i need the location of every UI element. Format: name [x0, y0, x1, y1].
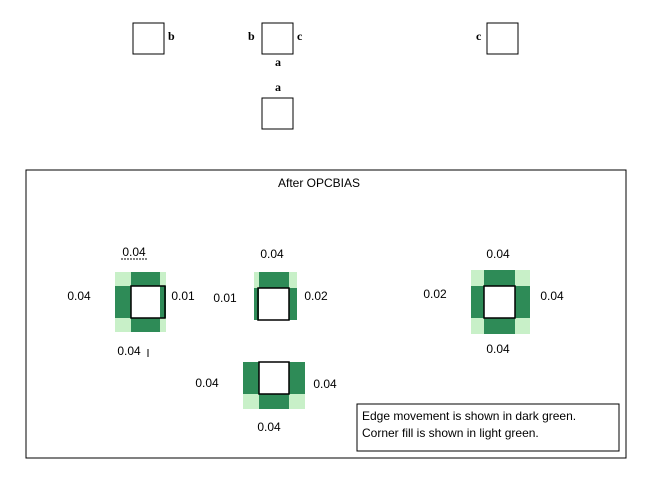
right-top-value: 0.04 — [486, 247, 510, 261]
panel-title: After OPCBIAS — [278, 176, 360, 190]
label-c-right: c — [476, 29, 482, 43]
original-outline — [258, 361, 290, 395]
corner-fill — [289, 272, 297, 288]
shape-left — [115, 272, 166, 332]
corner-fill — [243, 394, 259, 409]
legend-box — [356, 403, 620, 452]
corner-fill — [254, 272, 259, 288]
corner-fill — [471, 318, 484, 334]
edge-move — [259, 272, 289, 288]
corner-fill — [471, 270, 484, 286]
right-left-value: 0.02 — [423, 287, 447, 301]
edge-move — [131, 318, 160, 332]
middle-right-value: 0.02 — [304, 289, 328, 303]
legend-line-2: Corner fill is shown in light green. — [362, 426, 539, 440]
edge-move — [160, 286, 166, 318]
bottom-right-value: 0.04 — [313, 377, 337, 391]
edge-move — [289, 288, 297, 320]
original-outline — [130, 285, 166, 319]
shape-middle — [254, 272, 297, 321]
edge-move — [289, 362, 305, 394]
corner-fill — [115, 318, 131, 332]
edge-move — [254, 288, 259, 320]
edge-move — [484, 270, 515, 286]
square-c — [486, 22, 519, 55]
square-bc — [261, 22, 294, 55]
middle-left-value: 0.01 — [213, 291, 237, 305]
left-right-value: 0.01 — [171, 289, 195, 303]
corner-fill — [289, 394, 305, 409]
original-outline — [483, 285, 516, 319]
square-a — [261, 97, 294, 130]
shape-bottom — [243, 361, 305, 409]
bottom-left-value: 0.04 — [195, 376, 219, 390]
middle-top-value: 0.04 — [260, 247, 284, 261]
label-c-mid: c — [297, 29, 303, 43]
edge-move — [471, 286, 484, 318]
corner-fill — [160, 272, 166, 286]
bottom-bottom-value: 0.04 — [257, 420, 281, 434]
label-a-mid: a — [275, 55, 281, 69]
corner-fill — [160, 318, 166, 332]
edge-move — [259, 394, 289, 409]
edge-move — [515, 286, 530, 318]
right-right-value: 0.04 — [540, 289, 564, 303]
left-bottom-value: 0.04 — [117, 344, 141, 358]
edge-move — [131, 272, 160, 286]
right-bottom-value: 0.04 — [486, 342, 510, 356]
edge-move — [115, 286, 131, 318]
shape-right — [471, 270, 530, 334]
label-a-bottom: a — [275, 80, 281, 94]
left-top-value: 0.04 — [122, 245, 146, 259]
corner-fill — [115, 272, 131, 286]
left-left-value: 0.04 — [67, 289, 91, 303]
label-b-mid: b — [248, 29, 255, 43]
corner-fill — [515, 270, 530, 286]
original-outline — [257, 287, 290, 321]
square-b — [132, 22, 165, 55]
corner-fill — [515, 318, 530, 334]
label-b-left: b — [168, 29, 175, 43]
legend-line-1: Edge movement is shown in dark green. — [362, 409, 576, 423]
edge-move — [243, 362, 259, 394]
edge-move — [484, 318, 515, 334]
